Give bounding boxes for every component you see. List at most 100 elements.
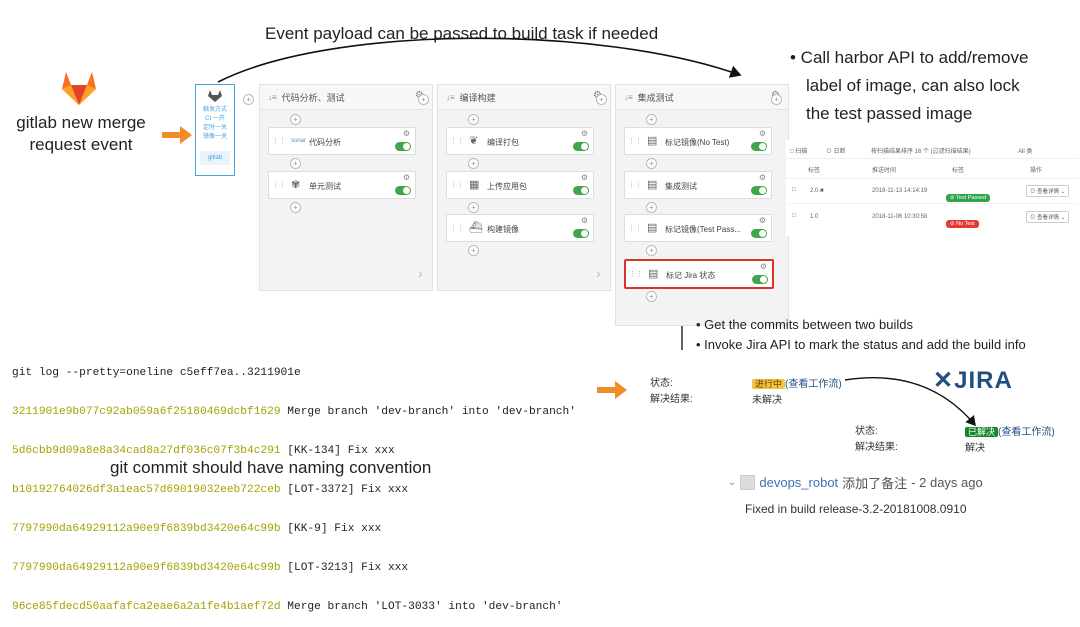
add-task-icon[interactable]: + [646, 245, 657, 256]
add-task-icon[interactable]: + [290, 158, 301, 169]
stage-title: 集成测试 [637, 92, 674, 103]
gear-icon[interactable]: ⚙ [580, 129, 588, 138]
stage-header: ↓≡集成测试⚙ [616, 85, 788, 110]
jira-issue-before: 状态: 解决结果: [650, 376, 693, 408]
orange-arrow-gitlab [162, 126, 192, 144]
task-card[interactable]: ⋮⋮✾单元测试⚙ [268, 171, 416, 199]
task-card[interactable]: ⋮⋮⛴构建镜像⚙ [446, 214, 594, 242]
naming-note: git commit should have naming convention [110, 458, 432, 477]
add-task-icon[interactable]: + [468, 245, 479, 256]
orange-arrow-jira [597, 381, 627, 399]
task-toggle[interactable] [395, 186, 411, 195]
task-toggle[interactable] [395, 142, 411, 151]
task-card[interactable]: ⋮⋮▤标记镜像(Test Pass...⚙ [624, 214, 772, 242]
task-toggle[interactable] [751, 186, 767, 195]
drag-handle-icon[interactable]: ⋮⋮ [628, 138, 642, 145]
gear-icon[interactable]: ⚙ [402, 173, 410, 182]
scan-button[interactable]: □ 扫描 [790, 149, 808, 155]
task-label: 标记镜像(No Test) [665, 138, 730, 147]
add-stage-icon[interactable]: + [418, 94, 429, 105]
task-card[interactable]: ⋮⋮ ▤ 标记镜像(No Test) ⚙ [624, 127, 772, 155]
add-task-icon[interactable]: + [468, 114, 479, 125]
stage-header: ↓≡代码分析、测试⚙ [260, 85, 432, 110]
view-workflow-link[interactable]: (查看工作流) [785, 379, 842, 390]
add-task-icon[interactable]: + [468, 158, 479, 169]
trigger-line: 镜像一关 [202, 134, 227, 140]
add-stage-icon[interactable]: + [596, 94, 607, 105]
add-task-icon[interactable]: + [646, 291, 657, 302]
harbor-table: □ 扫描 ⊙ 日断 按扫描结果排序 16 个 (过滤扫描结果) All 类 标签… [786, 140, 1078, 236]
refresh-button[interactable]: ⊙ 日断 [826, 149, 846, 155]
gear-icon[interactable]: ⚙ [758, 216, 766, 225]
drag-handle-icon[interactable]: ⋮⋮ [629, 271, 643, 278]
view-details-label: 查看详情 [1037, 189, 1060, 195]
comment-action: 添加了备注 [842, 476, 908, 491]
jira-step-text: Invoke Jira API to mark the status and a… [704, 337, 1026, 352]
drag-handle-icon[interactable]: ⋮⋮ [272, 138, 286, 145]
jira-steps: • Get the commits between two builds • I… [696, 315, 1026, 355]
drag-handle-icon[interactable]: ⋮⋮ [450, 225, 464, 232]
no-test-label: ⊘ No Test [946, 220, 979, 228]
chevron-down-icon[interactable]: ⌄ [728, 477, 737, 488]
gear-icon[interactable]: ⚙ [402, 129, 410, 138]
avatar [740, 475, 756, 490]
add-task-icon[interactable]: + [646, 114, 657, 125]
docker-icon: ⛴ [469, 222, 483, 234]
chevron-right-icon: › [596, 265, 601, 281]
add-task-icon[interactable]: + [646, 202, 657, 213]
task-toggle[interactable] [751, 142, 767, 151]
jira-step: • Invoke Jira API to mark the status and… [696, 337, 1026, 352]
filter-text: 按扫描结果排序 16 个 (过滤扫描结果) [871, 149, 971, 155]
task-card[interactable]: ⋮⋮❦编译打包⚙ [446, 127, 594, 155]
image-icon: ▤ [647, 135, 658, 147]
task-card[interactable]: ⋮⋮▦上传应用包⚙ [446, 171, 594, 199]
drag-handle-icon[interactable]: ⋮⋮ [450, 182, 464, 189]
gear-icon[interactable]: ⚙ [759, 262, 767, 271]
trigger-line: CI 一开 [205, 116, 225, 122]
task-toggle[interactable] [573, 142, 589, 151]
row-checkbox[interactable]: □ [792, 213, 796, 219]
resolution-label: 解决结果: [650, 394, 693, 405]
view-workflow-link[interactable]: (查看工作流) [998, 427, 1055, 438]
stage-column: ↓≡编译构建⚙ + ⋮⋮❦编译打包⚙ + ⋮⋮▦上传应用包⚙ + ⋮⋮⛴构建镜像… [437, 84, 611, 291]
git-command: git log --pretty=oneline c5eff7ea..32119… [12, 367, 301, 379]
drag-handle-icon[interactable]: ⋮⋮ [628, 182, 642, 189]
sort-icon: ↓≡ [268, 92, 277, 102]
trigger-card[interactable]: 触发方式 CI 一开 定时一关 镜像一关 gitlab [195, 84, 235, 176]
label-cell: ⊘ Test Passed [946, 186, 991, 204]
filter-select[interactable]: All 类 [1018, 149, 1033, 155]
add-task-icon[interactable]: + [468, 202, 479, 213]
status-badge-in-progress: 进行中 [752, 379, 786, 389]
commit-hash: 3211901e9b077c92ab059a6f25180469dcbf1629 [12, 406, 281, 418]
add-task-icon[interactable]: + [646, 158, 657, 169]
gear-icon[interactable]: ⚙ [758, 129, 766, 138]
gear-icon[interactable]: ⚙ [758, 173, 766, 182]
task-toggle[interactable] [573, 186, 589, 195]
task-card[interactable]: ⋮⋮▤集成测试⚙ [624, 171, 772, 199]
task-toggle[interactable] [752, 275, 768, 284]
add-stage-icon[interactable]: + [243, 94, 254, 105]
gear-icon[interactable]: ⚙ [580, 173, 588, 182]
task-card-highlighted[interactable]: ⋮⋮▤标记 Jira 状态⚙ [624, 259, 774, 289]
add-stage-icon[interactable]: + [771, 94, 782, 105]
task-toggle[interactable] [573, 229, 589, 238]
drag-handle-icon[interactable]: ⋮⋮ [272, 182, 286, 189]
view-details-button[interactable]: ⊙ 查看详情 ⌄ [1026, 185, 1070, 197]
stage-title: 编译构建 [459, 92, 496, 103]
jira-step-text: Get the commits between two builds [704, 317, 913, 332]
row-checkbox[interactable]: □ [792, 187, 796, 193]
drag-handle-icon[interactable]: ⋮⋮ [628, 225, 642, 232]
task-toggle[interactable] [751, 229, 767, 238]
box-icon: ▦ [469, 179, 480, 191]
drag-handle-icon[interactable]: ⋮⋮ [450, 138, 464, 145]
image-icon: ▤ [647, 179, 658, 191]
gear-icon[interactable]: ⚙ [580, 216, 588, 225]
view-details-button[interactable]: ⊙ 查看详情 ⌄ [1026, 211, 1070, 223]
jira-issue-after-values: 已解决(查看工作流) 解决 [965, 424, 1055, 457]
add-task-icon[interactable]: + [290, 114, 301, 125]
add-task-icon[interactable]: + [290, 202, 301, 213]
stage-column: ↓≡集成测试⚙ + ⋮⋮ ▤ 标记镜像(No Test) ⚙ + ⋮⋮ ▤ 集成测试 ⚙ +… [615, 84, 789, 326]
comment-user-link[interactable]: devops_robot [759, 475, 839, 490]
